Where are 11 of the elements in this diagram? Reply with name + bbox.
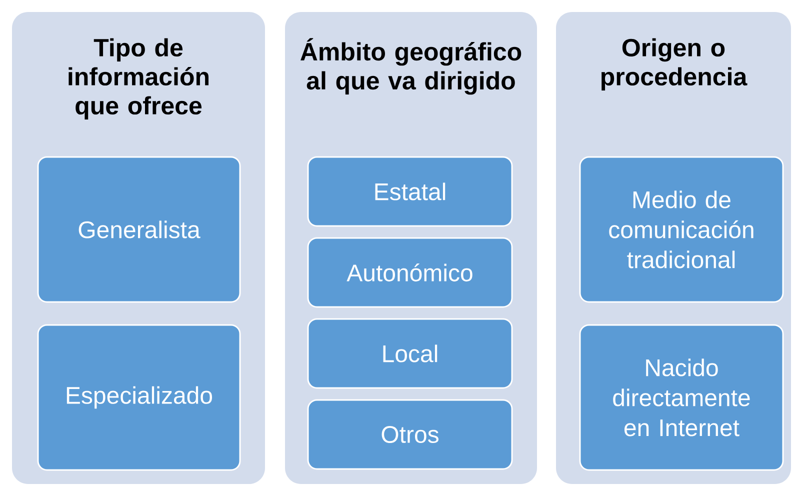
category-box: Autonómico (307, 237, 513, 308)
category-box: Medio de comunicación tradicional (579, 156, 784, 303)
category-box: Local (307, 318, 513, 389)
category-box: Otros (307, 399, 513, 470)
panel-heading: Origen o procedencia (602, 38, 748, 90)
category-box: Generalista (37, 156, 241, 303)
panel-heading: Ámbito geográfico al que va dirigido (300, 38, 522, 95)
category-box: Nacido directamente en Internet (579, 324, 784, 471)
panel-heading: Tipo de información que ofrece (68, 38, 208, 120)
category-box: Especializado (37, 324, 241, 471)
category-box: Estatal (307, 156, 513, 227)
